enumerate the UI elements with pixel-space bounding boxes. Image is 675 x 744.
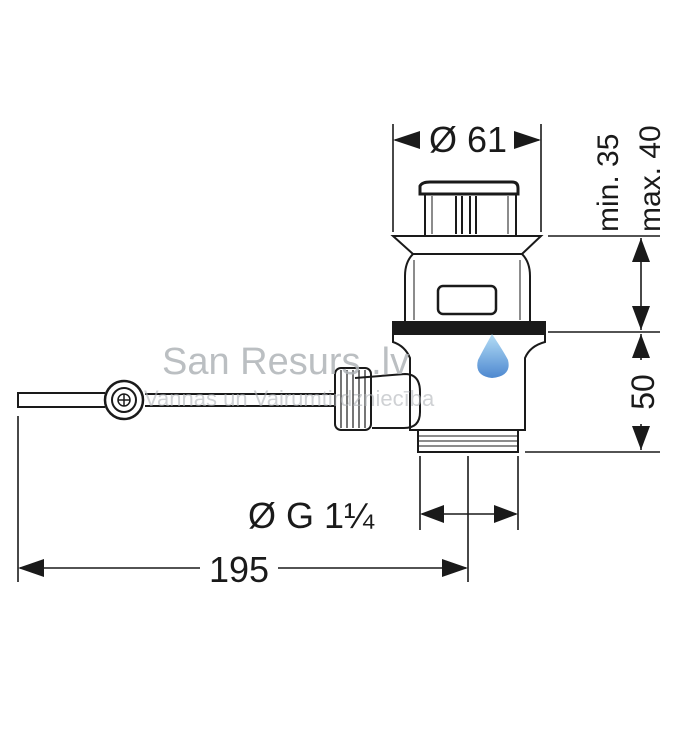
dimension-arrows (18, 131, 650, 577)
overflow-window (436, 284, 498, 316)
plug-cap (418, 180, 520, 196)
max-depth-label: max. 40 (634, 125, 667, 232)
height-label: 50 (625, 374, 661, 410)
thread-label: Ø G 1¼ (248, 495, 375, 536)
watermark-tagline: Vannas un Vairumtirdzniecība (144, 386, 435, 411)
collar (392, 321, 546, 335)
watermark-brand: San Resurs .lv (162, 341, 409, 383)
threaded-outlet (417, 429, 519, 453)
upper-body (404, 253, 531, 323)
cable-knob-inner (111, 387, 137, 413)
min-depth-label: min. 35 (592, 134, 625, 232)
lower-body (392, 334, 546, 431)
diameter-top-label: Ø 61 (429, 119, 507, 160)
flange (390, 235, 544, 255)
cable-knob-outer (103, 379, 145, 421)
water-drop-icon (477, 334, 509, 378)
length-label: 195 (209, 549, 269, 590)
waste-valve-body (390, 180, 546, 453)
bowden-cable (17, 379, 335, 421)
watermark: San Resurs .lv Vannas un Vairumtirdzniec… (144, 334, 509, 411)
side-connector (334, 367, 421, 431)
